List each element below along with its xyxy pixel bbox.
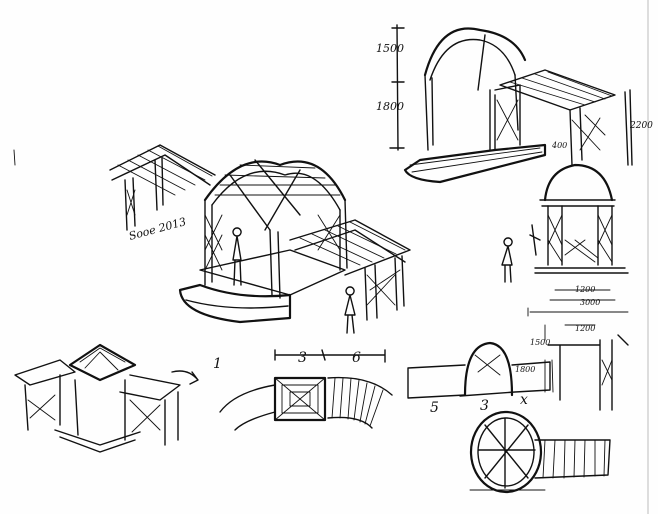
plan-label-1: 1 bbox=[213, 356, 222, 372]
dim-width-total: 3000 bbox=[580, 298, 600, 307]
elev-label-x: x bbox=[520, 392, 528, 408]
dome-elevation-sketch bbox=[501, 163, 629, 317]
dim-elev-top: 1500 bbox=[530, 338, 550, 347]
dim-elev-width: 1200 bbox=[575, 324, 595, 333]
paper-edge bbox=[647, 0, 649, 514]
circular-plan-sketch bbox=[469, 410, 611, 494]
elevation-sketch bbox=[407, 324, 629, 411]
arrow-icon bbox=[171, 370, 199, 385]
dim-arch-height: 1500 bbox=[376, 42, 404, 55]
arch-perspective-sketch bbox=[389, 24, 633, 184]
stray-mark bbox=[13, 149, 16, 166]
plan-label-6: 6 bbox=[352, 350, 361, 366]
dim-pergola-height: 2200 bbox=[629, 121, 653, 131]
small-pavilion-sketch bbox=[14, 343, 181, 453]
dim-elev-height: 1800 bbox=[515, 365, 535, 374]
signature: Sooe 2013 bbox=[127, 215, 187, 243]
dim-base-height: 400 bbox=[551, 141, 567, 150]
dim-width-upper: 1200 bbox=[575, 285, 595, 294]
plan-sketch bbox=[219, 349, 393, 431]
central-pavilion-sketch bbox=[109, 144, 411, 334]
elev-label-3: 3 bbox=[480, 398, 489, 414]
dim-wall-height: 1800 bbox=[376, 100, 404, 113]
plan-label-3: 3 bbox=[298, 350, 307, 366]
elev-label-5: 5 bbox=[430, 400, 439, 416]
